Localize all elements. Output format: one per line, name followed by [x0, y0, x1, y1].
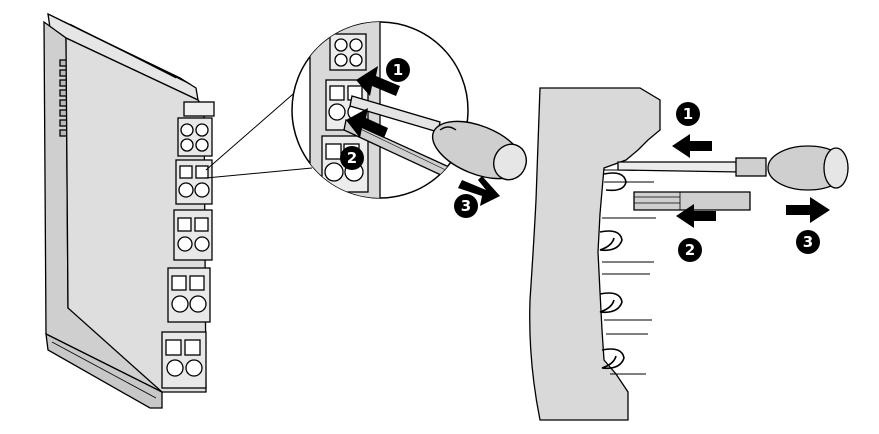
arrow-right-icon [786, 197, 830, 223]
arrow-left-icon [346, 66, 400, 138]
module-label-window [183, 101, 215, 117]
side-step-label-2: 2 [685, 241, 695, 259]
side-section-body [529, 87, 661, 421]
terminal-block-3 [173, 209, 213, 261]
terminal-block-5 [161, 331, 207, 389]
side-screwdriver-collar [735, 157, 767, 177]
zoom-leader-lines [205, 87, 313, 179]
arrow-left-icon [672, 134, 712, 158]
screwdriver-icon [431, 120, 527, 181]
module-bottom-rail [45, 332, 163, 409]
side-arrows [672, 134, 830, 228]
arrow-left-icon [676, 204, 716, 228]
zoom-step-badge-1: 1 [386, 58, 410, 82]
zoom-step-badge-3: 3 [454, 194, 478, 218]
zoom-step-label-3: 3 [461, 197, 471, 215]
side-step-badge-2: 2 [678, 238, 702, 262]
zoom-detail: 1 2 3 [291, 21, 527, 218]
side-screwdriver-shaft [617, 161, 741, 173]
terminal-block-1 [177, 117, 213, 157]
side-step-badge-3: 3 [796, 230, 820, 254]
side-wire [633, 191, 751, 211]
arrow-right-icon [458, 176, 500, 206]
zoom-step-badge-2: 2 [340, 146, 364, 170]
clamp-springs [599, 172, 627, 370]
side-step-label-1: 1 [683, 105, 693, 123]
terminal-module [43, 12, 215, 409]
terminal-block-4 [167, 267, 211, 323]
zoom-step-label-1: 1 [393, 61, 403, 79]
side-section [529, 87, 849, 421]
zoom-step-label-2: 2 [347, 149, 357, 167]
side-step-label-3: 3 [803, 233, 813, 251]
side-step-badge-1: 1 [676, 102, 700, 126]
terminal-block-2 [175, 159, 213, 205]
